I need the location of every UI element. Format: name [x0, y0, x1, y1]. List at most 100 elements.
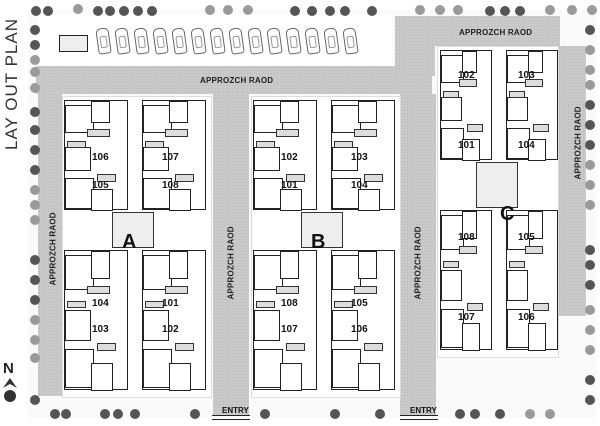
room	[254, 349, 283, 389]
unit-label: 102	[162, 324, 179, 335]
tree-icon	[30, 353, 40, 363]
tree-icon	[375, 409, 385, 419]
bath	[256, 140, 276, 148]
room	[357, 251, 377, 279]
room	[527, 323, 546, 351]
room	[90, 251, 110, 279]
room	[143, 105, 172, 133]
tree-icon	[585, 65, 595, 75]
tree-icon	[325, 6, 335, 16]
road-label-top: APPROZCH RAOD	[200, 76, 274, 85]
room	[65, 147, 91, 172]
entry-gate-1[interactable]	[212, 415, 250, 420]
unit-group	[142, 250, 206, 391]
tree-icon	[30, 145, 40, 155]
unit-label: 106	[351, 324, 368, 335]
room	[332, 147, 358, 172]
unit-group	[64, 100, 128, 211]
road-label-between-b-c: APPROZCH RAOD	[413, 226, 423, 300]
bath	[286, 343, 306, 352]
road-top	[36, 66, 432, 94]
tree-icon	[585, 25, 595, 35]
kitchen	[354, 286, 377, 294]
tree-icon	[30, 215, 40, 225]
parking-kiosk	[59, 35, 88, 52]
tree-icon	[205, 5, 215, 15]
room	[254, 255, 283, 290]
room	[507, 269, 528, 301]
kitchen	[87, 286, 110, 294]
road-label-top-right: APPROZCH RAOD	[459, 28, 533, 37]
bath	[509, 90, 525, 98]
kitchen	[525, 246, 544, 254]
tree-icon	[30, 55, 40, 65]
tree-icon	[585, 280, 595, 290]
room	[143, 178, 172, 209]
road-right-vertical	[395, 16, 435, 76]
room	[90, 363, 113, 391]
room	[168, 251, 188, 279]
room	[461, 211, 478, 239]
room	[65, 105, 94, 133]
room	[254, 147, 280, 172]
tree-icon	[30, 165, 40, 175]
entry-label-2: ENTRY	[410, 406, 437, 415]
block-label: B	[311, 231, 326, 253]
tree-icon	[587, 5, 597, 15]
stair-core	[301, 212, 343, 248]
room	[279, 251, 299, 279]
stair-core	[476, 162, 518, 208]
tree-icon	[61, 409, 71, 419]
tree-icon	[455, 409, 465, 419]
tree-icon	[545, 5, 555, 15]
room	[461, 51, 478, 73]
tree-icon	[290, 6, 300, 16]
unit-label: 107	[162, 152, 179, 163]
room	[90, 189, 113, 211]
room	[279, 101, 299, 123]
unit-group	[142, 100, 206, 211]
tree-icon	[30, 275, 40, 285]
room	[461, 323, 480, 351]
tree-icon	[567, 5, 577, 15]
bath	[443, 261, 459, 269]
page-title: LAY OUT PLAN	[2, 18, 21, 150]
unit-label: 105	[518, 232, 535, 243]
unit-label: 103	[518, 70, 535, 81]
room	[168, 189, 191, 211]
bath	[286, 173, 306, 182]
tree-icon	[30, 335, 40, 345]
room	[507, 97, 528, 122]
tree-icon	[30, 40, 40, 50]
tree-icon	[485, 6, 495, 16]
kitchen	[165, 128, 188, 137]
tree-icon	[307, 6, 317, 16]
tree-icon	[585, 305, 595, 315]
north-label: N	[3, 360, 14, 377]
room	[65, 255, 94, 290]
tree-icon	[470, 409, 480, 419]
bath	[67, 140, 87, 148]
kitchen	[276, 286, 299, 294]
tree-icon	[340, 6, 350, 16]
unit-label: 104	[518, 140, 535, 151]
tree-icon	[30, 395, 40, 405]
tree-icon	[119, 6, 129, 16]
room	[332, 309, 358, 341]
bath	[467, 123, 483, 132]
unit-label: 108	[162, 180, 179, 191]
room	[332, 178, 361, 209]
tree-icon	[30, 200, 40, 210]
tree-icon	[30, 255, 40, 265]
unit-group	[506, 210, 558, 351]
kitchen	[459, 246, 478, 254]
entry-gate-2[interactable]	[400, 415, 438, 420]
bath	[145, 301, 165, 309]
room	[332, 349, 361, 389]
unit-group	[331, 250, 395, 391]
road-label-between-a-b: APPROZCH RAOD	[226, 226, 236, 300]
tree-icon	[50, 409, 60, 419]
unit-label: 101	[458, 140, 475, 151]
room	[357, 101, 377, 123]
